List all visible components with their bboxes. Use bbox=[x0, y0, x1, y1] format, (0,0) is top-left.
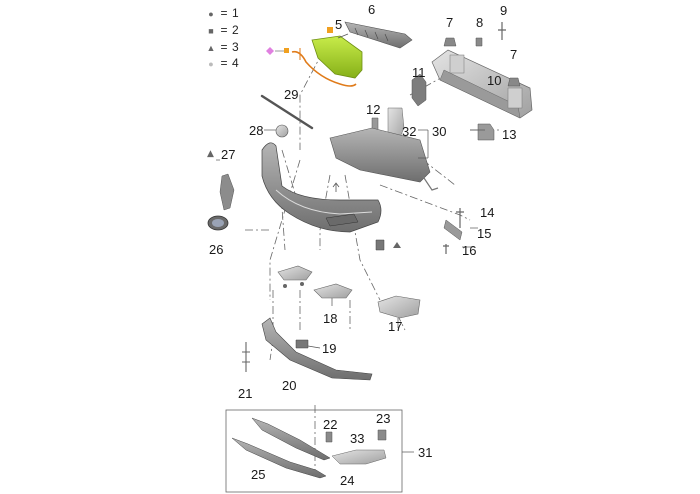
legend-eq: = bbox=[220, 6, 228, 20]
callout-12: 12 bbox=[366, 102, 381, 117]
part-6-upper-trim bbox=[344, 21, 413, 49]
part-13-clip bbox=[477, 123, 495, 141]
callout-leaders bbox=[216, 33, 485, 349]
callout-19: 19 bbox=[322, 341, 337, 356]
callout-33: 33 bbox=[350, 431, 365, 446]
callout-13: 13 bbox=[502, 127, 517, 142]
callout-30: 30 bbox=[432, 124, 447, 139]
part-9-bolt bbox=[498, 22, 506, 40]
part-6-slots bbox=[354, 27, 389, 42]
part-29-strip bbox=[260, 94, 314, 130]
bumper-grille-opening bbox=[325, 213, 359, 227]
part-28-sensor bbox=[275, 124, 289, 138]
callout-27: 27 bbox=[221, 147, 236, 162]
part-23-clip bbox=[377, 429, 387, 441]
marker-orange-square-2 bbox=[284, 48, 289, 53]
callout-29: 29 bbox=[284, 87, 299, 102]
legend-marker-circle-icon: ● bbox=[208, 9, 214, 19]
support-frame bbox=[329, 127, 431, 183]
callout-9: 9 bbox=[500, 3, 508, 18]
marker-triangle bbox=[393, 242, 401, 248]
callout-15: 15 bbox=[477, 226, 492, 241]
callout-20: 20 bbox=[282, 378, 297, 393]
callout-8: 8 bbox=[476, 15, 484, 30]
part-14-bolt bbox=[456, 208, 464, 228]
bumper-clip bbox=[375, 239, 385, 251]
callout-14: 14 bbox=[480, 205, 495, 220]
legend-eq: = bbox=[220, 23, 228, 37]
callout-31: 31 bbox=[418, 445, 433, 460]
legend-value: 4 bbox=[232, 56, 239, 70]
callout-7b: 7 bbox=[510, 47, 518, 62]
part-20-lower-spoiler bbox=[261, 317, 373, 381]
legend-row-2: ■ = 2 bbox=[206, 23, 239, 37]
legend-marker-triangle-icon: ▲ bbox=[206, 43, 216, 53]
part-26-emblem-inner bbox=[212, 219, 224, 227]
callout-24: 24 bbox=[340, 473, 355, 488]
part-22-clip bbox=[325, 431, 333, 443]
callout-6: 6 bbox=[368, 2, 376, 17]
callout-25: 25 bbox=[251, 467, 266, 482]
part-10-bracket-right bbox=[507, 87, 523, 109]
arrow-up-marker bbox=[332, 182, 340, 192]
legend-marker-square-icon: ■ bbox=[208, 26, 214, 36]
part-8-screw bbox=[475, 37, 483, 47]
callout-17: 17 bbox=[388, 319, 403, 334]
part-18-center-grille bbox=[313, 283, 353, 299]
callout-26: 26 bbox=[209, 242, 224, 257]
part-11-bracket bbox=[411, 73, 427, 107]
bumper-highlight bbox=[275, 189, 373, 215]
part-15-bracket bbox=[443, 219, 463, 241]
callout-7a: 7 bbox=[446, 15, 454, 30]
part-5-air-duct-highlighted bbox=[311, 35, 363, 79]
callout-5: 5 bbox=[335, 17, 343, 32]
callout-27-triangle-icon: ▲ bbox=[207, 149, 214, 159]
legend-row-3: ▲ = 3 bbox=[206, 41, 239, 54]
callout-11: 11 bbox=[412, 65, 426, 80]
part-7-clip-b bbox=[507, 77, 521, 87]
support-frame-arm bbox=[419, 171, 439, 191]
callout-18: 18 bbox=[323, 311, 338, 326]
legend-row-4: ● = 4 bbox=[206, 56, 239, 70]
legend-row-1: ● = 1 bbox=[206, 6, 239, 20]
part-21-bolt bbox=[242, 342, 250, 372]
callout-10: 10 bbox=[487, 73, 502, 88]
callout-22: 22 bbox=[323, 417, 338, 432]
inset-box-31 bbox=[225, 409, 403, 493]
callout-32: 32 bbox=[402, 124, 417, 139]
marker-pink-diamond bbox=[266, 47, 274, 55]
callout-21: 21 bbox=[238, 386, 253, 401]
callout-28: 28 bbox=[249, 123, 264, 138]
part-7-clip-a bbox=[443, 37, 457, 47]
marker-orange-square bbox=[327, 27, 333, 33]
part-19-bracket bbox=[295, 339, 309, 349]
part-16-bolt bbox=[443, 244, 449, 254]
legend-value: 2 bbox=[232, 23, 239, 37]
part-25-lower-trim bbox=[231, 437, 327, 479]
part-10-bracket-left bbox=[449, 54, 465, 74]
callout-23: 23 bbox=[376, 411, 391, 426]
part-27-side-bracket bbox=[219, 173, 235, 211]
legend-value: 1 bbox=[232, 6, 239, 20]
legend-marker-light-circle-icon: ● bbox=[208, 59, 214, 69]
callout-16: 16 bbox=[462, 243, 477, 258]
left-grille bbox=[277, 265, 313, 281]
bumper-cover bbox=[261, 142, 382, 233]
left-grille-screw bbox=[283, 284, 287, 288]
part-33-trim-piece bbox=[331, 449, 387, 465]
part-24-lower-trim-2 bbox=[251, 417, 331, 461]
legend-eq: = bbox=[220, 40, 228, 54]
left-grille-screw-2 bbox=[300, 282, 304, 286]
part-17-right-grille bbox=[377, 295, 421, 319]
legend-value: 3 bbox=[232, 40, 239, 54]
legend-eq: = bbox=[220, 56, 228, 70]
